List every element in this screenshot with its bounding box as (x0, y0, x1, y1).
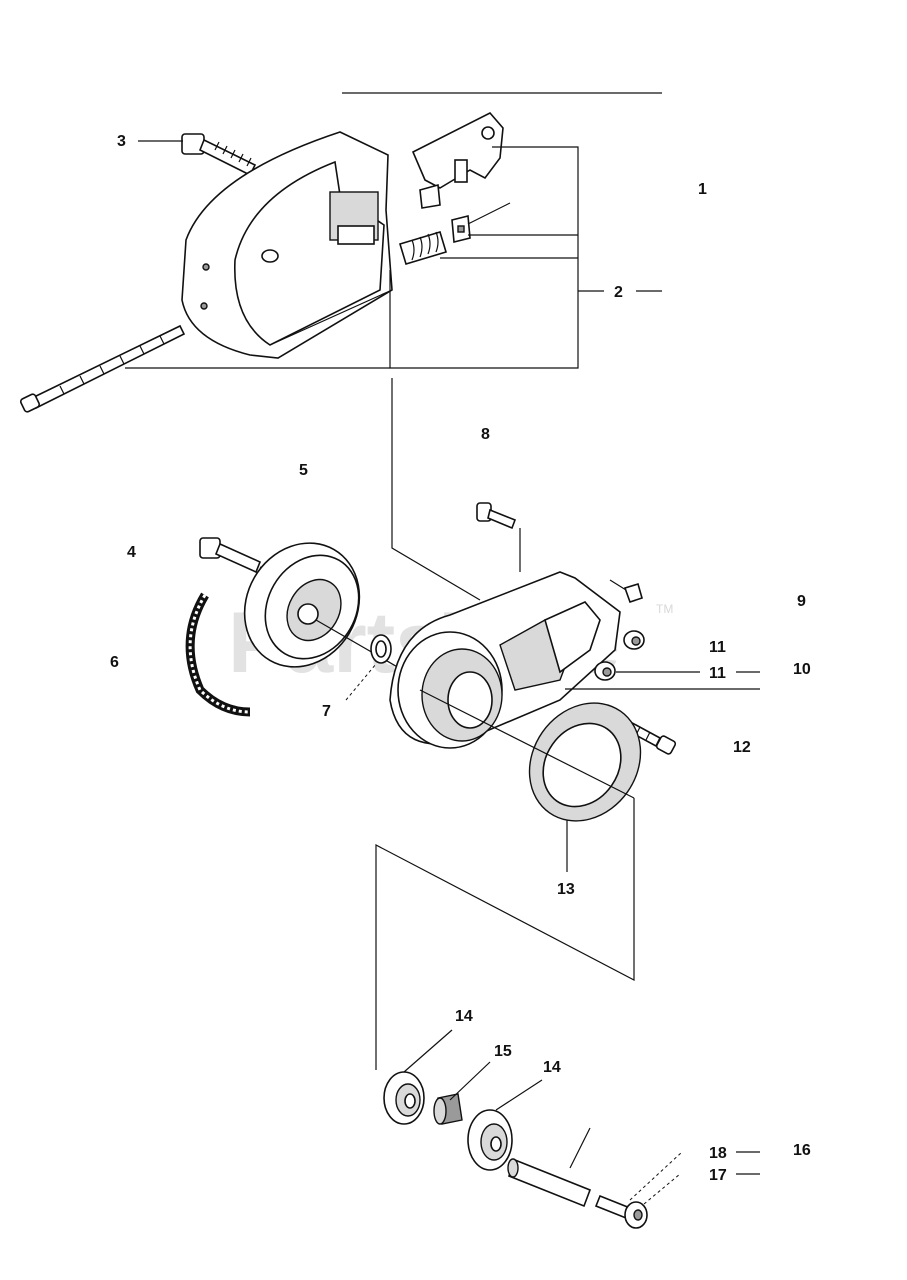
callout-14-right: 14 (543, 1059, 561, 1076)
callout-11-upper: 11 (709, 639, 726, 656)
part-14-bearing-right (467, 1079, 543, 1171)
guide-line (419, 689, 635, 799)
part-2-spring (399, 231, 447, 265)
part-9-nut (609, 579, 643, 604)
callout-10: 10 (793, 661, 811, 678)
callout-3: 3 (117, 133, 126, 150)
part-3-bolt (181, 133, 257, 177)
part-17-bolt (594, 1194, 648, 1229)
callout-13: 13 (557, 881, 575, 898)
callout-7: 7 (322, 703, 331, 720)
callout-9: 9 (797, 593, 806, 610)
part-2-knob (451, 202, 511, 244)
part-8-gear-case (389, 571, 621, 749)
part-long-screw (19, 324, 186, 413)
part-7-washer (345, 634, 392, 701)
callout-18: 18 (709, 1145, 727, 1162)
callout-15: 15 (494, 1043, 512, 1060)
part-8-screw (476, 502, 521, 572)
callout-16: 16 (793, 1142, 811, 1159)
part-14-bearing-left (383, 1029, 453, 1125)
callout-8: 8 (481, 426, 490, 443)
callout-17: 17 (709, 1167, 727, 1184)
leader-2-ticks (440, 234, 578, 259)
part-11-nut-lower (594, 661, 616, 681)
part-16-shaft (507, 1127, 592, 1208)
callout-12: 12 (733, 739, 751, 756)
callout-1: 1 (698, 181, 707, 198)
callout-14-left: 14 (455, 1008, 473, 1025)
part-13-gasket (528, 702, 642, 872)
part-15-spacer (433, 1061, 491, 1125)
part-1-belt-guard (181, 131, 393, 359)
part-5-pulley (243, 542, 421, 681)
leader-18 (629, 1151, 683, 1201)
callout-11-lower: 11 (709, 665, 726, 682)
callout-6: 6 (110, 654, 119, 671)
part-6-belt (185, 592, 251, 717)
callout-5: 5 (299, 462, 308, 479)
callout-2: 2 (614, 284, 623, 301)
guide-box (375, 798, 635, 1070)
watermark-trademark: TM (656, 602, 673, 616)
part-11-nut-upper (623, 630, 645, 650)
leader-2-bracket (389, 146, 579, 369)
leader-17 (643, 1173, 681, 1205)
part-2-latch-plate (411, 112, 504, 209)
callout-4: 4 (127, 544, 136, 561)
leader-8-path (391, 378, 481, 601)
